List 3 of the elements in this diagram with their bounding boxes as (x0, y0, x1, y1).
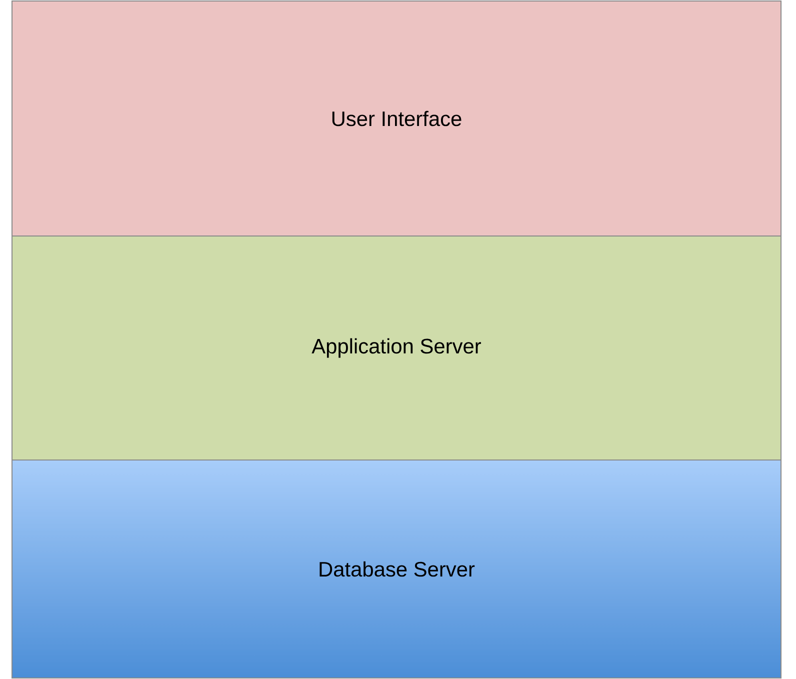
layer-band: User Interface (12, 0, 782, 236)
layer-band: Database Server (12, 460, 782, 678)
layer-band: Application Server (12, 236, 782, 460)
